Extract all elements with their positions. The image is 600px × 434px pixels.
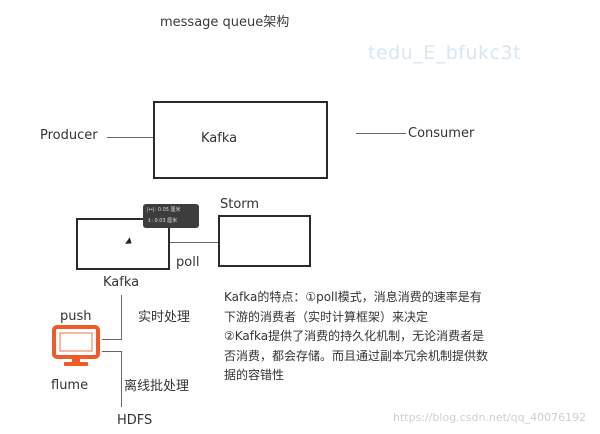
flume-label: flume <box>51 378 89 393</box>
feature-line: 否消费，都会存储。而且通过副本冗余机制提供数 <box>224 348 489 363</box>
hdfs-offline-line <box>121 351 122 407</box>
flume-to-kafka-connector <box>102 339 122 340</box>
consumer-connector <box>356 133 406 134</box>
poll-label: poll <box>176 255 200 270</box>
tooltip-line-2: ↕: 0.03 厘米 <box>147 218 178 224</box>
diagram-title: message queue架构 <box>160 15 290 30</box>
feature-line: 下游的消费者（实时计算框架）来决定 <box>224 309 429 324</box>
tooltip-line-1: |↔|: 0.05 厘米 <box>147 207 181 213</box>
poll-connector <box>170 242 219 243</box>
consumer-label: Consumer <box>408 126 475 141</box>
producer-label: Producer <box>40 128 98 143</box>
feature-line: 据的容错性 <box>224 368 285 382</box>
realtime-label: 实时处理 <box>138 310 191 325</box>
watermark-bottom: https://blog.csdn.net/qq_40076192 <box>393 411 587 424</box>
kafka-realtime-line <box>121 295 122 339</box>
hdfs-label: HDFS <box>117 413 153 428</box>
push-label: push <box>60 309 92 324</box>
flume-to-hdfs-connector <box>102 351 122 352</box>
watermark-top: tedu_E_bfukc3t <box>368 42 522 64</box>
storm-box <box>218 215 311 267</box>
feature-line: ②Kafka提供了消费的持久化机制，无论消费者是 <box>224 329 485 343</box>
offline-label: 离线批处理 <box>124 379 190 394</box>
kafka-box-top <box>153 101 328 179</box>
producer-connector <box>107 137 153 138</box>
kafka-features-text: Kafka的特点：①poll模式，消息消费的速率是有 下游的消费者（实时计算框架… <box>224 288 594 386</box>
storm-label: Storm <box>220 197 260 212</box>
kafka-label-top: Kafka <box>201 131 238 146</box>
feature-line: Kafka的特点：①poll模式，消息消费的速率是有 <box>224 290 482 304</box>
measurement-tooltip: |↔|: 0.05 厘米 ↕: 0.03 厘米 <box>143 204 199 228</box>
monitor-icon <box>52 325 100 366</box>
kafka-label-bottom: Kafka <box>103 275 140 290</box>
